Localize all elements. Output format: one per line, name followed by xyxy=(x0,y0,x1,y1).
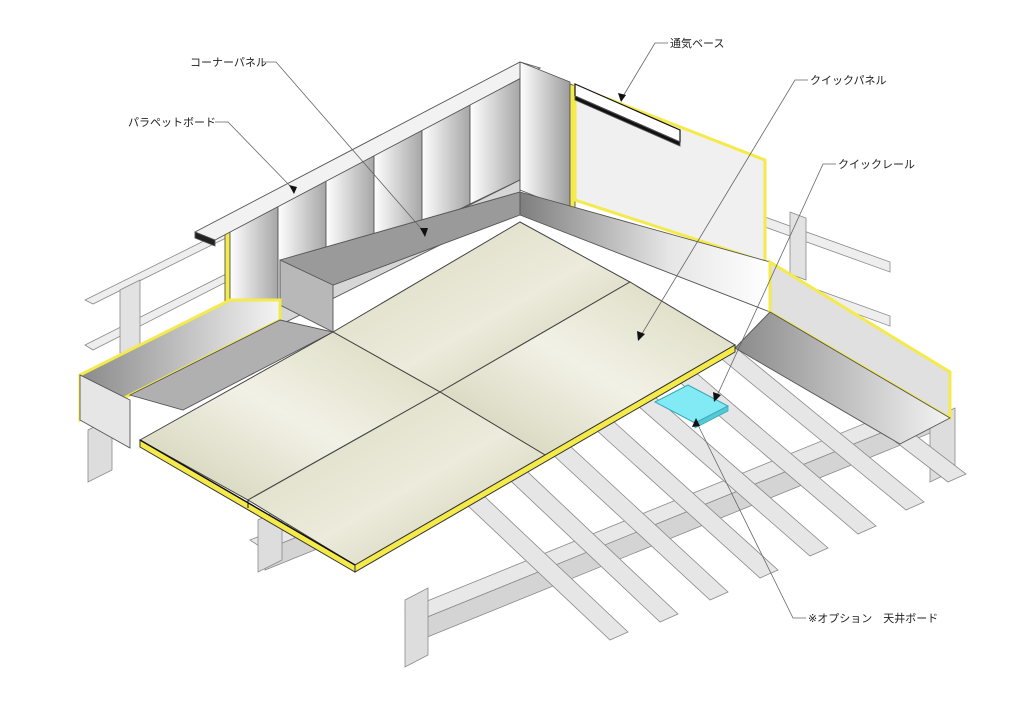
label-vent-base: 通気ベース xyxy=(670,36,724,50)
joists xyxy=(429,329,967,641)
roof-panels xyxy=(138,221,736,573)
label-quick-panel: クイックパネル xyxy=(810,74,886,87)
column xyxy=(404,587,429,668)
left-purlins xyxy=(84,227,239,361)
arrowhead xyxy=(420,228,428,237)
label-quick-rail: クイックレール xyxy=(838,158,915,171)
panel-edge-right xyxy=(354,344,736,573)
label-parapet-board: パラペットボード xyxy=(128,116,216,129)
arrowhead xyxy=(692,418,700,427)
leader-lines xyxy=(215,42,836,619)
arrowhead xyxy=(713,392,721,402)
arrowhead xyxy=(637,331,645,341)
arrowhead xyxy=(618,93,626,102)
labels: コーナーパネル パラペットボード 通気ベース クイックパネル クイックレール ※… xyxy=(128,36,938,625)
label-corner-panel: コーナーパネル xyxy=(190,56,267,69)
arrowheads xyxy=(289,93,721,427)
label-option-ceiling-board: ※オプション 天井ボード xyxy=(808,611,938,625)
inner-walls xyxy=(78,191,952,449)
arrowhead xyxy=(289,185,297,194)
